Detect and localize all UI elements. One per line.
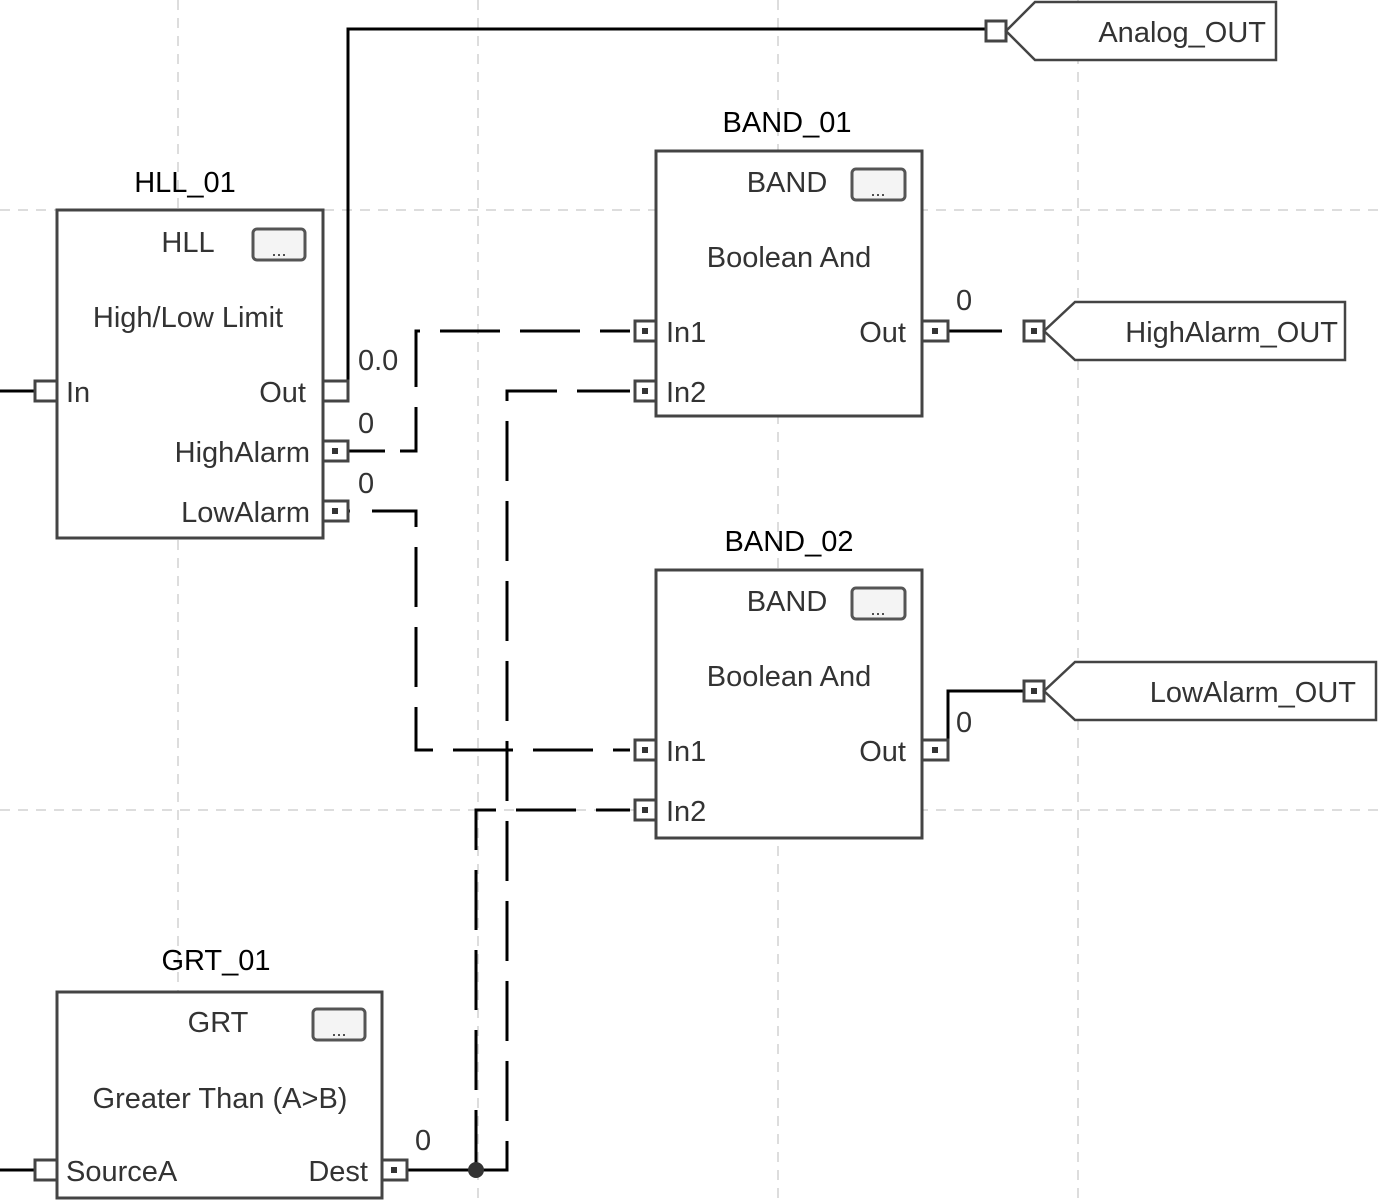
pin-label: In — [66, 377, 90, 409]
block-name: HLL_01 — [134, 167, 236, 199]
block-type: HLL — [161, 227, 214, 259]
block-band-01[interactable]: BAND_01 BAND ... Boolean And In1 In2 Out… — [633, 107, 972, 418]
svg-text:...: ... — [870, 599, 885, 619]
properties-button[interactable]: ... — [850, 586, 907, 621]
output-tag-lowalarm-out[interactable]: LowAlarm_OUT — [1022, 660, 1378, 722]
output-tag-highalarm-out[interactable]: HighAlarm_OUT — [1022, 300, 1347, 362]
svg-text:LowAlarm_OUT: LowAlarm_OUT — [1150, 677, 1357, 709]
wire-grt-band1-in2 — [476, 389, 630, 1172]
junction-dot — [468, 1162, 484, 1178]
pin-label: In1 — [666, 317, 706, 349]
pin-label: LowAlarm — [181, 497, 310, 529]
value-readout: 0 — [956, 285, 972, 317]
block-type: BAND — [747, 167, 828, 199]
output-tag-analog-out[interactable]: Analog_OUT — [984, 0, 1278, 62]
wire-grt-band2-in2 — [474, 808, 630, 1170]
value-readout: 0 — [956, 707, 972, 739]
wire-lowalarm-band2-in1 — [372, 509, 630, 752]
block-type: BAND — [747, 586, 828, 618]
input-pin-icon[interactable] — [33, 1158, 59, 1182]
block-hll-01[interactable]: HLL_01 HLL ... High/Low Limit In Out Hig… — [33, 167, 398, 540]
block-band-02[interactable]: BAND_02 BAND ... Boolean And In1 In2 Out… — [633, 526, 972, 840]
block-name: GRT_01 — [161, 945, 270, 977]
properties-button[interactable]: ... — [311, 1007, 367, 1042]
properties-button[interactable]: ... — [251, 227, 307, 262]
pin-label: Out — [859, 736, 906, 768]
pin-label: Out — [859, 317, 906, 349]
wire-hll-out-analog — [346, 27, 986, 381]
svg-text:...: ... — [331, 1020, 346, 1040]
pin-label: SourceA — [66, 1156, 178, 1188]
properties-button[interactable]: ... — [850, 167, 907, 202]
value-readout: 0 — [358, 408, 374, 440]
output-pin-icon[interactable] — [321, 379, 350, 403]
pin-label: In1 — [666, 736, 706, 768]
wire-band2-out — [946, 689, 1024, 750]
value-readout: 0.0 — [358, 345, 398, 377]
svg-text:HighAlarm_OUT: HighAlarm_OUT — [1125, 317, 1338, 349]
pin-label: Dest — [308, 1156, 368, 1188]
block-name: BAND_01 — [723, 107, 852, 139]
svg-text:...: ... — [870, 180, 885, 200]
block-description: Boolean And — [707, 242, 871, 274]
value-readout: 0 — [415, 1125, 431, 1157]
block-grt-01[interactable]: GRT_01 GRT ... Greater Than (A>B) Source… — [33, 945, 431, 1200]
block-name: BAND_02 — [725, 526, 854, 558]
pin-label: HighAlarm — [175, 437, 310, 469]
pin-label: In2 — [666, 377, 706, 409]
block-description: Boolean And — [707, 661, 871, 693]
block-type: GRT — [188, 1007, 249, 1039]
block-description: High/Low Limit — [93, 302, 283, 334]
wires — [0, 27, 1024, 1178]
svg-text:...: ... — [271, 240, 286, 260]
input-pin-icon[interactable] — [33, 379, 59, 403]
pin-label: Out — [259, 377, 306, 409]
svg-text:Analog_OUT: Analog_OUT — [1098, 17, 1266, 49]
value-readout: 0 — [358, 468, 374, 500]
block-description: Greater Than (A>B) — [93, 1083, 348, 1115]
wire-highalarm-band1-in1 — [400, 329, 630, 453]
pin-label: In2 — [666, 796, 706, 828]
